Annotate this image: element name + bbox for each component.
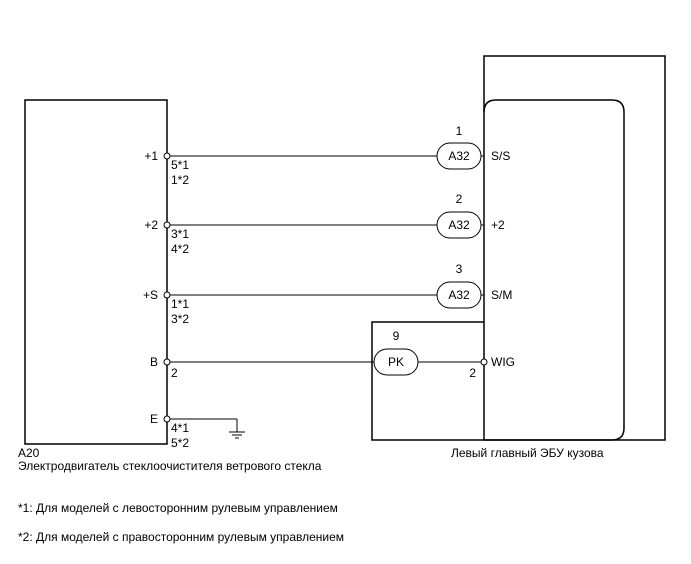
terminal-e xyxy=(163,415,171,423)
connector-pin: 9 xyxy=(393,329,400,343)
pin-label: 2 xyxy=(171,366,178,380)
ecu-pin-label: 2 xyxy=(469,366,476,380)
pin-label: 3*2 xyxy=(171,312,189,326)
ecu-outer-box xyxy=(483,55,666,441)
terminal-plus2 xyxy=(163,221,171,229)
motor-name: Электродвигатель стеклоочистителя ветров… xyxy=(18,459,322,473)
terminal-label-plus2: +2 xyxy=(144,218,158,232)
ecu-inner-box xyxy=(483,99,625,441)
footnote-1: *1: Для моделей с левосторонним рулевым … xyxy=(18,501,338,515)
terminal-plusS xyxy=(163,291,171,299)
pin-label: 5*2 xyxy=(171,436,189,450)
connector-a32 xyxy=(436,142,482,170)
wiper-motor-box xyxy=(24,99,168,445)
pk-junction-box xyxy=(371,321,484,441)
ecu-terminal-plus2: +2 xyxy=(491,218,505,232)
connector-pk xyxy=(373,348,419,376)
connector-pin: 3 xyxy=(456,262,463,276)
pin-label: 4*1 xyxy=(171,421,189,435)
pin-label: 5*1 xyxy=(171,158,189,172)
connector-pin: 2 xyxy=(456,192,463,206)
ecu-terminal-wig: WIG xyxy=(491,355,515,369)
ecu-terminal-ss: S/S xyxy=(491,149,510,163)
terminal-wig xyxy=(480,358,488,366)
terminal-plus1 xyxy=(163,152,171,160)
terminal-b xyxy=(163,358,171,366)
terminal-label-plusS: +S xyxy=(143,288,158,302)
ecu-name: Левый главный ЭБУ кузова xyxy=(451,446,604,460)
connector-code: PK xyxy=(388,355,404,369)
pin-label: 3*1 xyxy=(171,227,189,241)
footnote-2: *2: Для моделей с правосторонним рулевым… xyxy=(18,530,344,544)
connector-a32 xyxy=(436,281,482,309)
pin-label: 1*1 xyxy=(171,297,189,311)
connector-pin: 1 xyxy=(456,124,463,138)
motor-code: A20 xyxy=(18,446,40,460)
connector-code: A32 xyxy=(448,288,470,302)
connector-a32 xyxy=(436,211,482,239)
pin-label: 4*2 xyxy=(171,242,189,256)
connector-code: A32 xyxy=(448,218,470,232)
terminal-label-e: E xyxy=(150,412,158,426)
ecu-terminal-sm: S/M xyxy=(491,288,512,302)
connector-code: A32 xyxy=(448,149,470,163)
terminal-label-b: B xyxy=(150,355,158,369)
terminal-label-plus1: +1 xyxy=(144,149,158,163)
pin-label: 1*2 xyxy=(171,173,189,187)
